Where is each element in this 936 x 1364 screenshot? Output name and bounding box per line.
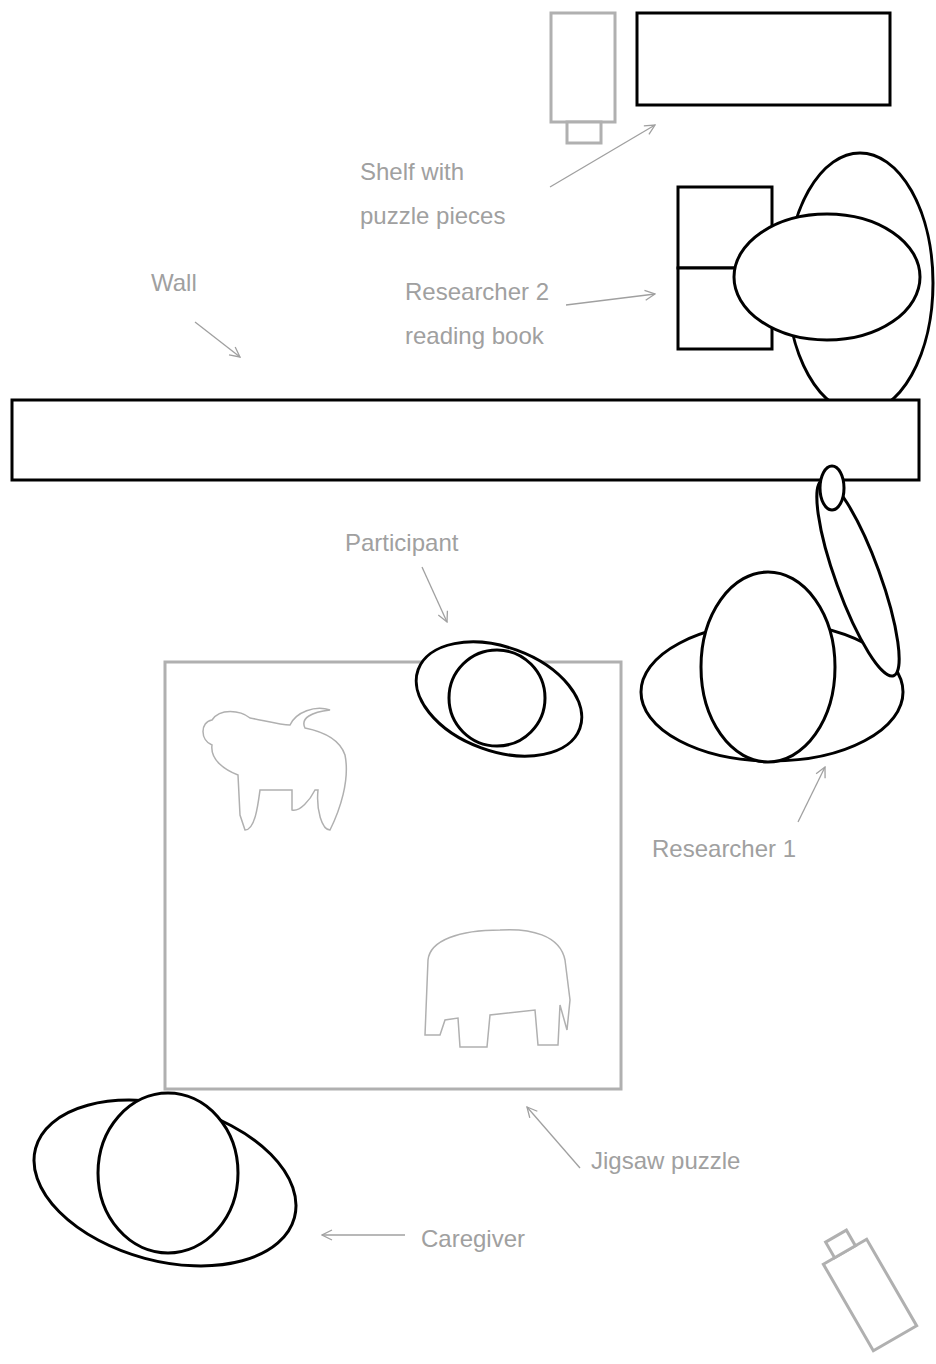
callout-label: Jigsaw puzzle xyxy=(591,1139,740,1183)
caregiver-figure xyxy=(15,1073,314,1293)
callout-label: Researcher 1 xyxy=(652,827,796,871)
participant-figure xyxy=(400,621,597,778)
wall xyxy=(12,400,919,480)
shelf xyxy=(637,13,890,105)
leader-line xyxy=(195,322,240,357)
callout-label: Wall xyxy=(151,261,197,305)
camera xyxy=(551,13,615,143)
callout-label: Researcher 2 reading book xyxy=(405,270,570,358)
researcher-1-figure xyxy=(641,466,914,762)
leader-line xyxy=(550,125,655,187)
leader-line xyxy=(527,1107,580,1168)
callout-label: Caregiver xyxy=(421,1217,525,1261)
camera xyxy=(814,1224,916,1351)
researcher-2-figure xyxy=(678,153,933,413)
leader-line xyxy=(322,1234,405,1235)
leader-line xyxy=(798,767,825,822)
callout-label: Participant xyxy=(345,521,458,565)
leader-line xyxy=(422,567,447,622)
leader-line xyxy=(566,294,655,305)
callout-label: Shelf with puzzle pieces xyxy=(360,150,525,238)
